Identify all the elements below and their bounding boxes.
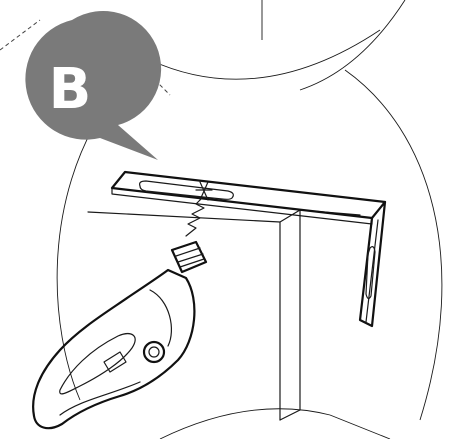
bracket-leg-inner-edge: [366, 220, 378, 322]
wall-bottom-edge: [280, 410, 300, 420]
drill-chuck: [172, 242, 206, 272]
bracket-top-plate: [112, 172, 385, 218]
top-panel-arc: [150, 30, 380, 79]
main-panel-arc-left: [57, 100, 110, 400]
bottom-panel-arc: [160, 409, 330, 439]
main-panel-arc-right: [345, 70, 442, 420]
step-badge: B: [25, 11, 161, 160]
wall-block-icon: [88, 210, 360, 420]
drill-base-contour: [60, 382, 140, 415]
speech-bubble-badge-icon: [25, 11, 161, 160]
dashed-guide-top-left: [0, 20, 40, 50]
screw-icon: [186, 182, 212, 236]
drill-body-contour: [150, 290, 171, 346]
power-drill-icon: [33, 242, 206, 428]
step-badge-letter: B: [49, 57, 92, 122]
wall-bracket-icon: [112, 172, 385, 326]
drill-switch-inner: [149, 347, 159, 357]
drill-switch: [144, 342, 164, 362]
bottom-panel-arc-end: [330, 415, 390, 439]
drill-trigger: [104, 352, 126, 372]
top-panel-arc-right: [300, 0, 405, 90]
